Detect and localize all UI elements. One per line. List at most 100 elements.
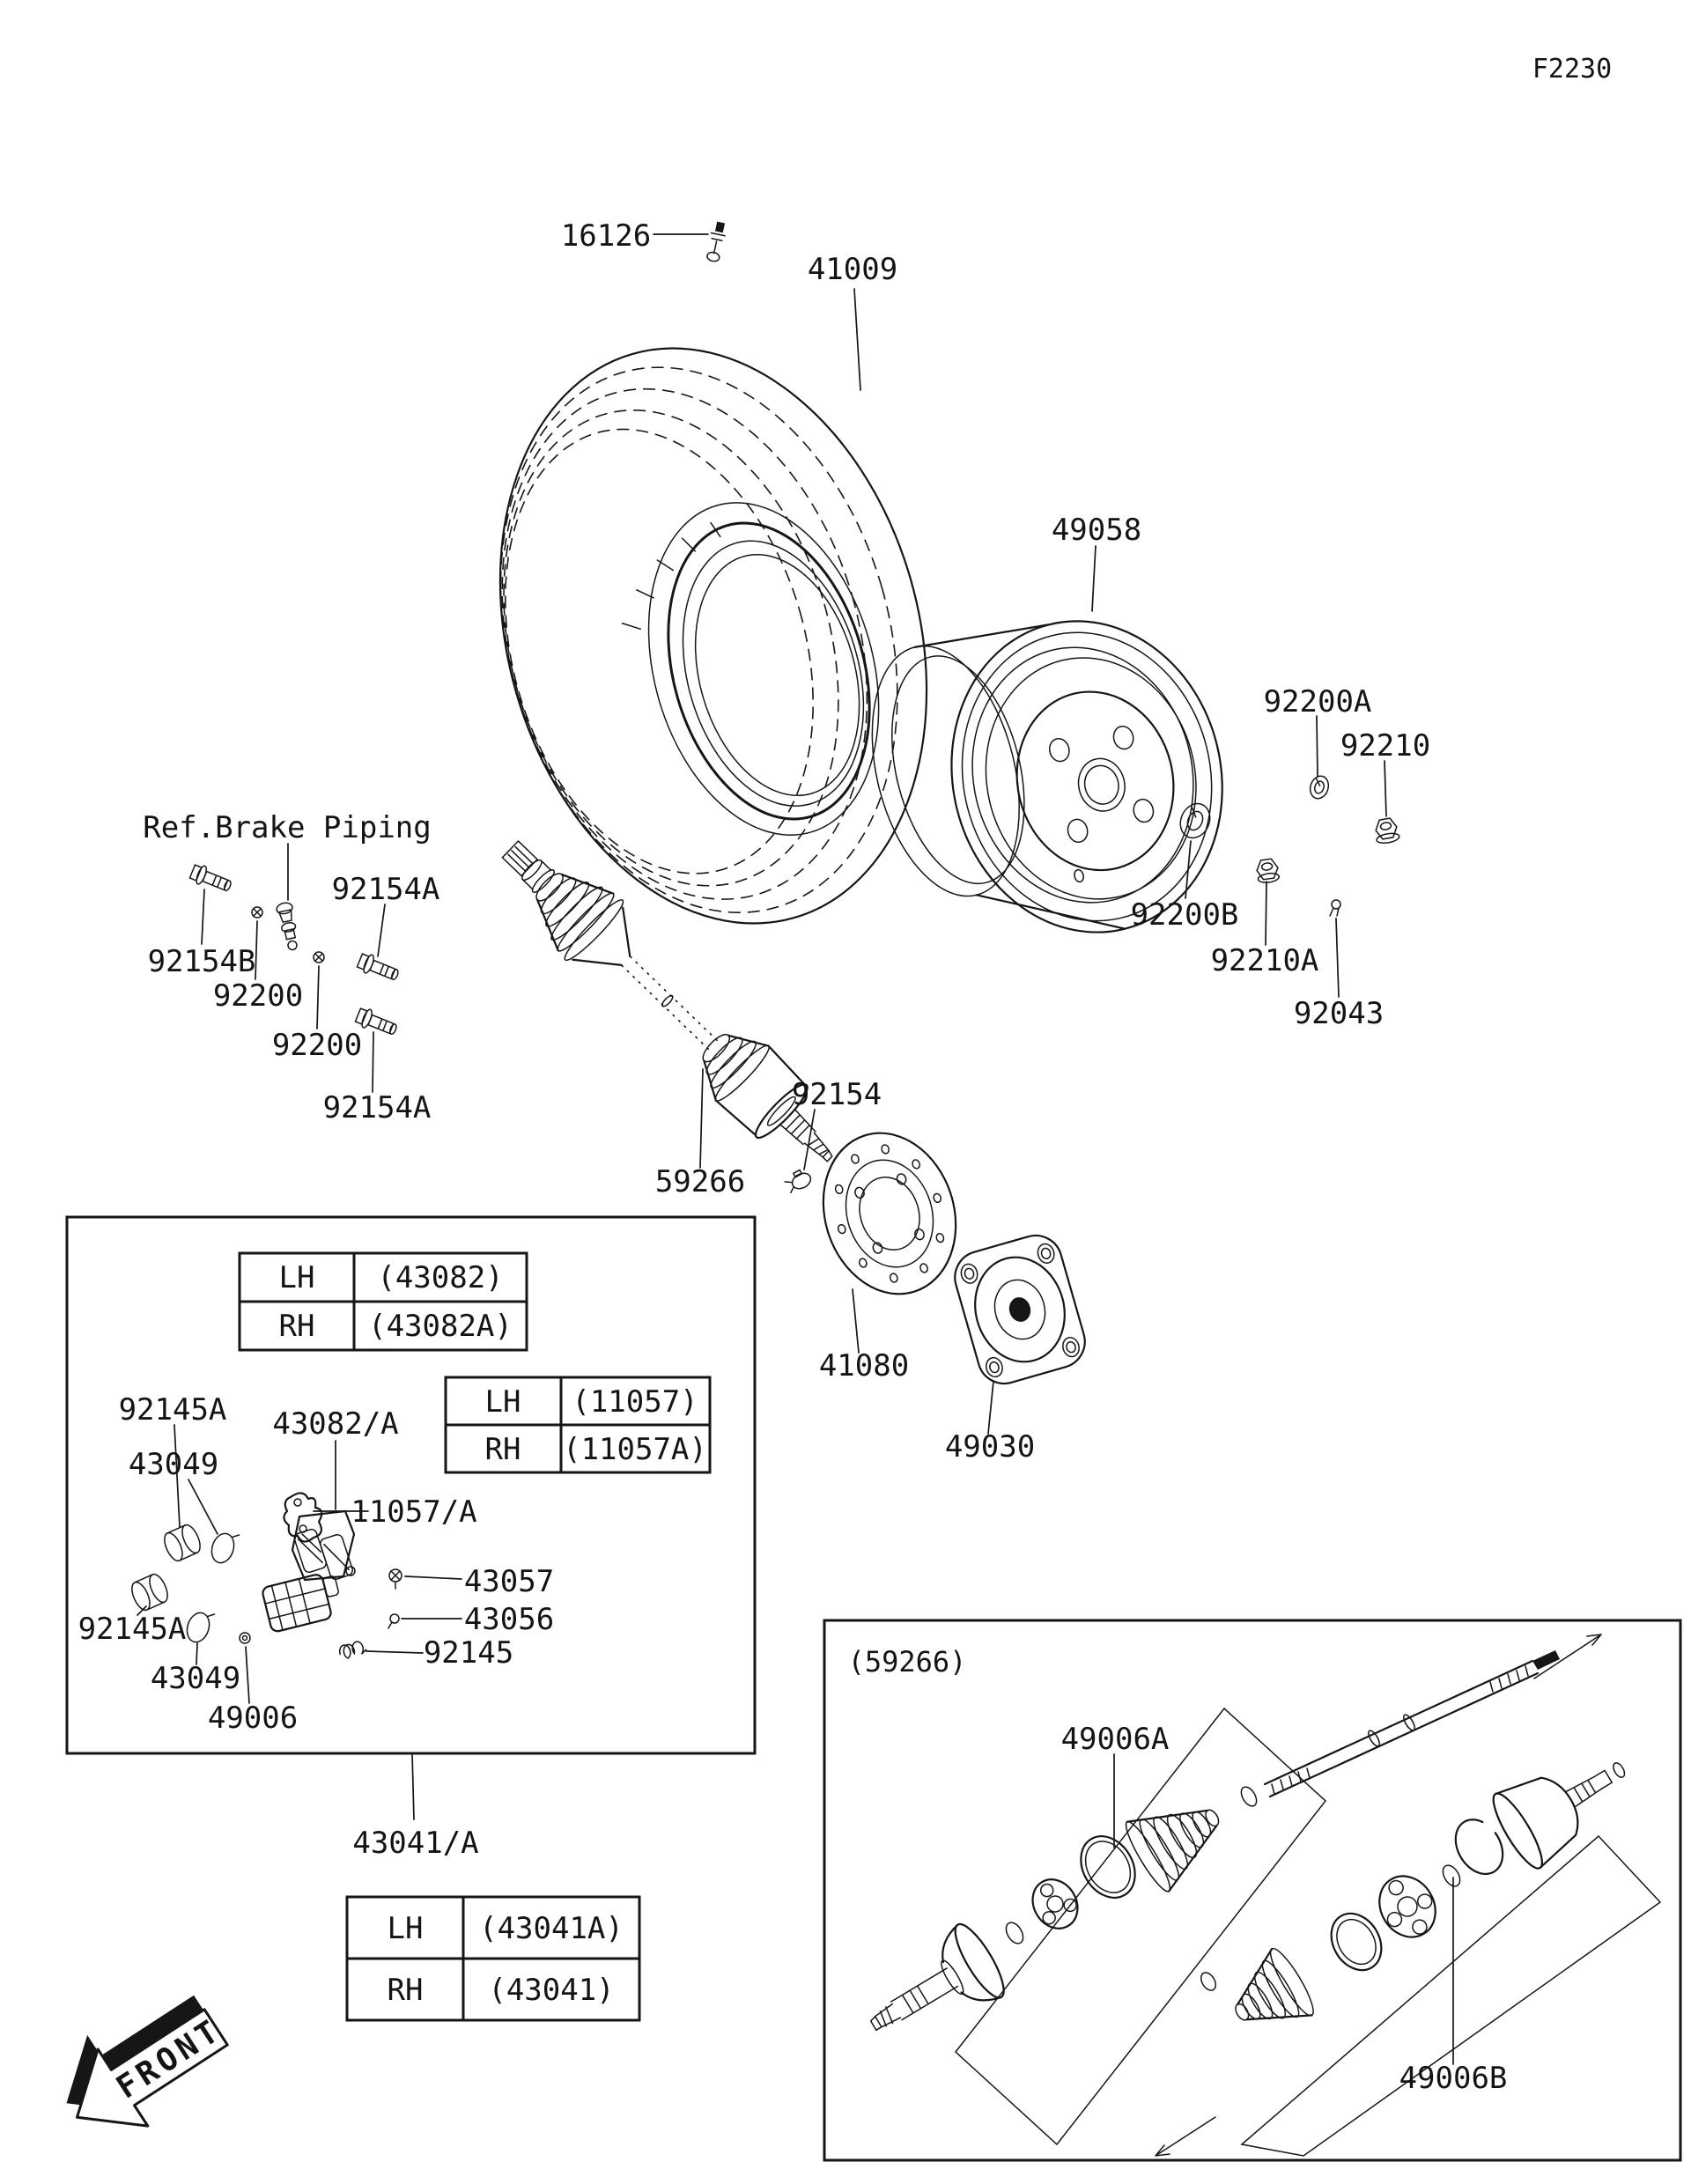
screw-lower-drawing: [313, 951, 325, 963]
table-cell: LH: [388, 1911, 424, 1946]
hub-drawing: [954, 1234, 1086, 1385]
leader-bleed-screw: [404, 1575, 462, 1580]
table-holder-variants: LH (43082) RH (43082A): [238, 1251, 528, 1352]
part-label-tire: 41009: [808, 252, 897, 287]
bolt-pair-lower-drawing: [354, 1007, 397, 1036]
leader-driveshaft: [699, 1068, 704, 1169]
band-clamp-drawing: [784, 1169, 812, 1194]
leader-hub: [987, 1380, 994, 1435]
part-label-hub: 49030: [945, 1429, 1035, 1465]
part-label-washer-front-lower: 92200B: [1131, 897, 1239, 933]
table-cell: (43041): [488, 1973, 614, 2008]
part-label-brake-disc: 41080: [819, 1348, 909, 1383]
inner-boot-drawing: [1235, 1947, 1314, 2021]
table-cell: RH: [279, 1309, 315, 1344]
screw-upper-drawing: [251, 906, 263, 919]
part-label-band-clamp: 92154: [792, 1077, 882, 1112]
circlip-drawing: [1454, 1819, 1504, 1876]
part-label-inner-joint-kit: 49006B: [1399, 2061, 1508, 2096]
page-code: F2230: [1532, 54, 1612, 85]
leader-pad-spring: [366, 1650, 424, 1654]
boot-seal-drawing: [239, 1632, 251, 1644]
ball-cage-drawing: [1378, 1875, 1436, 1938]
leader-ring-upper: [188, 1479, 218, 1535]
snap-ring-drawing: [1005, 1922, 1024, 1944]
part-label-pad-spring: 92145: [424, 1635, 513, 1671]
leader-washer-front-lower: [1185, 840, 1192, 899]
leader-boot-seal: [245, 1646, 250, 1704]
part-label-wheel: 49058: [1052, 513, 1141, 548]
leader-screw-upper: [255, 920, 258, 980]
leader-brake-disc: [852, 1288, 860, 1354]
driveshaft-drawing: [501, 839, 833, 1162]
direction-arrow-upper: [1533, 1634, 1602, 1679]
bleed-screw-drawing: [388, 1568, 402, 1590]
leader-bolt-single: [201, 889, 205, 945]
inner-band-small-drawing: [1200, 1972, 1217, 1991]
exploded-plane-inner: [1240, 1834, 1662, 2157]
tripod-joint-drawing: [1031, 1878, 1079, 1929]
outer-boot-drawing: [1125, 1809, 1220, 1893]
table-cell: LH: [279, 1260, 315, 1295]
brake-disc-drawing: [822, 1132, 957, 1295]
table-cell: RH: [485, 1432, 521, 1467]
leader-nut-front: [1384, 760, 1387, 817]
cotter-pin-drawing: [1329, 899, 1341, 917]
table-cell: (43082A): [368, 1309, 513, 1344]
driveshaft-detail-box: [823, 1619, 1682, 2162]
part-label-screw-upper: 92200: [213, 978, 303, 1014]
part-label-bushing-lower: 92145A: [78, 1612, 187, 1647]
part-label-boot-seal: 49006: [208, 1701, 298, 1736]
part-label-bleed-cap: 43056: [464, 1602, 554, 1637]
table-caliper-variants: LH (43041A) RH (43041): [345, 1895, 641, 2022]
bushing-upper-drawing: [164, 1524, 201, 1562]
part-label-driveshaft: 59266: [655, 1164, 745, 1199]
lock-washer-front-lower-drawing: [1179, 802, 1211, 839]
leader-washer-front-upper: [1316, 715, 1318, 778]
caliper-holder-drawing: [291, 1509, 356, 1582]
table-bracket-variants: LH (11057) RH (11057A): [444, 1376, 712, 1474]
inner-band-large-drawing: [1330, 1912, 1383, 1972]
part-label-nut-rear: 92210A: [1211, 943, 1319, 978]
part-label-bolt-single: 92154B: [148, 944, 256, 979]
bolt-single-drawing: [188, 864, 232, 892]
part-label-bracket: 11057/A: [351, 1494, 476, 1530]
part-label-cotter-pin: 92043: [1294, 996, 1384, 1031]
table-cell: (11057A): [563, 1432, 707, 1467]
part-label-ring-lower: 43049: [151, 1661, 240, 1696]
table-cell: RH: [388, 1973, 424, 2008]
pad-spring-drawing: [338, 1641, 367, 1659]
part-label-screw-lower: 92200: [272, 1028, 362, 1063]
part-label-washer-front-upper: 92200A: [1264, 684, 1372, 719]
table-cell: LH: [485, 1384, 521, 1420]
brake-hose-fitting-drawing: [276, 902, 298, 951]
part-label-ring-upper: 43049: [129, 1447, 218, 1482]
direction-arrow-lower: [1155, 2116, 1216, 2157]
stub-axle-drawing: [869, 1922, 1005, 2032]
bolt-pair-upper-drawing: [356, 953, 399, 981]
table-cell: (11057): [572, 1384, 698, 1420]
leader-caliper-assy: [411, 1752, 415, 1820]
nut-front-drawing: [1375, 817, 1400, 844]
leader-cotter-pin: [1335, 918, 1340, 998]
ring-upper-drawing: [210, 1532, 240, 1564]
inner-housing-drawing: [1492, 1762, 1626, 1870]
part-label-valve-stem: 16126: [561, 218, 651, 254]
valve-stem-drawing: [706, 221, 726, 262]
detail-shaft-drawing: [1263, 1650, 1560, 1798]
part-label-bushing-upper: 92145A: [119, 1392, 227, 1428]
part-label-bolt-pair-lower: 92154A: [323, 1090, 432, 1125]
bushing-lower-drawing: [131, 1573, 168, 1612]
exploded-plane-outer: [954, 1707, 1327, 2146]
nut-rear-drawing: [1256, 858, 1281, 883]
part-label-bleed-screw: 43057: [464, 1564, 554, 1599]
spacer-washer-drawing: [1442, 1864, 1461, 1887]
leader-tire: [853, 288, 861, 391]
leader-bushing-lower: [137, 1605, 147, 1616]
leader-band-clamp: [803, 1109, 816, 1170]
part-label-nut-front: 92210: [1340, 728, 1430, 764]
ref-brake-piping-note: Ref.Brake Piping: [143, 810, 432, 845]
ring-lower-drawing: [186, 1612, 216, 1643]
front-direction-arrow-icon: FRONT: [66, 1995, 229, 2128]
